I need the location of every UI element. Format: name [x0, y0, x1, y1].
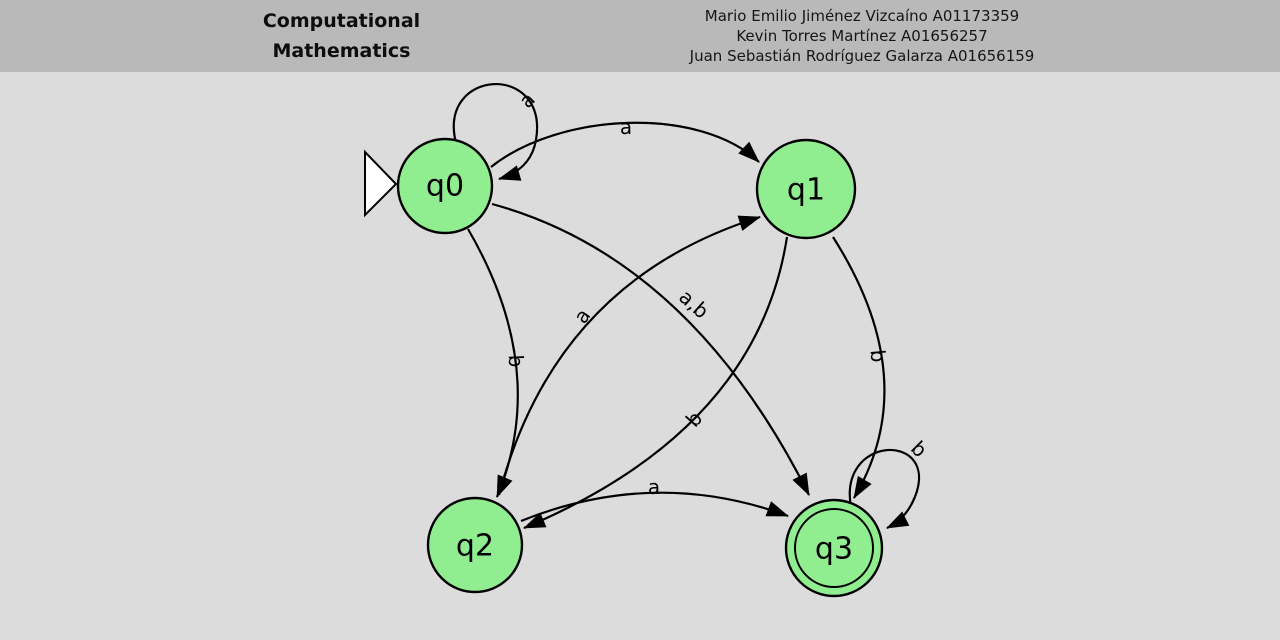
- transition-q2-q1-path: [497, 215, 761, 496]
- transition-q0-q3: a,b: [491, 202, 810, 496]
- page-title-line-2: Mathematics: [272, 40, 411, 62]
- transition-q0-q1-path: [490, 121, 760, 168]
- transition-q0-q2: b: [467, 228, 528, 498]
- state-q3-circle: [784, 498, 884, 598]
- state-q1-circle: [755, 138, 857, 240]
- transition-q1-q3-label: b: [865, 349, 890, 364]
- transition-q0-q1-label: a: [620, 115, 632, 139]
- state-q1: q1: [755, 138, 857, 240]
- state-q2-circle: [426, 496, 524, 594]
- transition-q0-q0-label: a: [514, 87, 540, 113]
- transition-q0-q0-path: [452, 83, 539, 181]
- state-q2-label: q2: [456, 529, 494, 564]
- state-q3-label: q3: [815, 532, 853, 567]
- transition-q1-q2-path: [523, 236, 789, 530]
- transition-q0-q3-label: a,b: [674, 285, 713, 324]
- transition-q3-q3-path: [848, 448, 921, 529]
- transition-q2-q3-label: a: [648, 475, 660, 499]
- transition-q0-q1: a: [490, 115, 760, 168]
- state-q2: q2: [426, 496, 524, 594]
- transition-q0-q2-label: b: [504, 354, 528, 368]
- transition-q1-q3-path: [832, 236, 886, 499]
- state-q0: q0: [396, 137, 494, 235]
- transition-q2-q3-path: [520, 491, 789, 523]
- author-line: Kevin Torres Martínez A01656257: [736, 27, 988, 45]
- state-q3-accepting-ring: [794, 508, 874, 588]
- author-line: Mario Emilio Jiménez Vizcaíno A01173359: [704, 7, 1020, 25]
- transition-q2-q3: a: [520, 475, 789, 523]
- page-title: Computational Mathematics: [0, 6, 683, 66]
- state-q3: q3: [784, 498, 884, 598]
- transition-q1-q3: b: [832, 236, 891, 499]
- page-title-line-1: Computational: [262, 10, 421, 32]
- header-bar: Computational Mathematics Mario Emilio J…: [0, 0, 1280, 72]
- transition-q3-q3-label: b: [906, 436, 932, 462]
- state-q0-circle: [396, 137, 494, 235]
- transition-q2-q1-label: a: [569, 304, 596, 328]
- initial-state-arrow: [364, 149, 398, 218]
- author-line: Juan Sebastián Rodríguez Galarza A016561…: [689, 47, 1035, 65]
- state-q1-label: q1: [787, 173, 825, 208]
- state-q0-label: q0: [426, 169, 464, 204]
- transition-q0-q3-path: [491, 202, 810, 496]
- authors-block: Mario Emilio Jiménez Vizcaíno A01173359 …: [640, 6, 1084, 66]
